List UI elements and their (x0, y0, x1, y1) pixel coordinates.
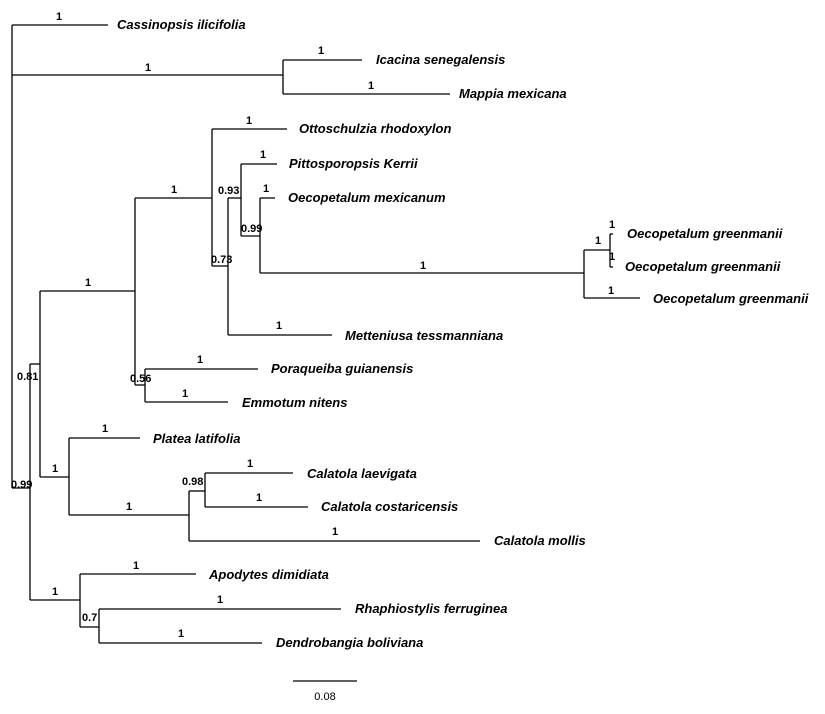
taxon-label: Pittosporopsis Kerrii (289, 156, 418, 171)
support-value: 1 (102, 423, 108, 435)
support-value: 1 (609, 219, 615, 231)
scale-bar-label: 0.08 (314, 691, 335, 703)
taxon-label: Platea latifolia (153, 431, 240, 446)
taxon-label: Oecopetalum mexicanum (288, 190, 446, 205)
support-value: 1 (247, 458, 253, 470)
support-value: 0.7 (82, 612, 97, 624)
support-value: 1 (133, 560, 139, 572)
taxon-label: Oecopetalum greenmanii (653, 291, 809, 306)
support-value: 1 (246, 115, 252, 127)
support-value: 1 (595, 235, 601, 247)
taxon-label: Rhaphiostylis ferruginea (355, 601, 507, 616)
taxon-label: Cassinopsis ilicifolia (117, 17, 246, 32)
taxon-label: Calatola laevigata (307, 466, 417, 481)
support-value: 1 (182, 388, 188, 400)
support-value: 1 (126, 501, 132, 513)
taxon-label: Mappia mexicana (459, 86, 567, 101)
taxon-label: Oecopetalum greenmanii (625, 259, 781, 274)
support-value: 1 (608, 285, 614, 297)
taxon-label: Dendrobangia boliviana (276, 635, 423, 650)
support-value: 1 (56, 11, 62, 23)
support-value: 1 (52, 586, 58, 598)
support-value: 1 (171, 184, 177, 196)
taxon-label: Calatola costaricensis (321, 499, 458, 514)
taxon-label: Calatola mollis (494, 533, 586, 548)
support-value: 0.99 (11, 479, 32, 491)
support-value: 1 (420, 260, 426, 272)
support-value: 1 (609, 251, 615, 263)
taxon-label: Ottoschulzia rhodoxylon (299, 121, 451, 136)
support-value: 1 (318, 45, 324, 57)
support-value: 1 (263, 183, 269, 195)
support-value: 0.98 (182, 476, 203, 488)
taxon-label: Apodytes dimidiata (208, 567, 329, 582)
support-value: 0.56 (130, 373, 151, 385)
support-value: 1 (368, 80, 374, 92)
support-value: 0.93 (218, 185, 239, 197)
support-value: 1 (85, 277, 91, 289)
tree-branches (11, 24, 640, 644)
support-value: 1 (260, 149, 266, 161)
support-value: 0.73 (211, 254, 232, 266)
support-value: 1 (197, 354, 203, 366)
taxon-label: Poraqueiba guianensis (271, 361, 413, 376)
scale-bar: 0.08 (293, 680, 357, 703)
taxon-label: Metteniusa tessmanniana (345, 328, 503, 343)
support-values: 1 1 1 1 1 1 1 1 1 1 1 1 0.99 0.93 0.73 1… (11, 11, 615, 640)
support-value: 1 (276, 320, 282, 332)
taxon-label: Oecopetalum greenmanii (627, 226, 783, 241)
support-value: 1 (178, 628, 184, 640)
support-value: 1 (217, 594, 223, 606)
support-value: 1 (332, 526, 338, 538)
support-value: 1 (256, 492, 262, 504)
taxon-label: Emmotum nitens (242, 395, 347, 410)
taxon-label: Icacina senegalensis (376, 52, 505, 67)
support-value: 0.99 (241, 223, 262, 235)
support-value: 1 (52, 463, 58, 475)
support-value: 1 (145, 62, 151, 74)
support-value: 0.81 (17, 371, 38, 383)
taxon-labels: Cassinopsis ilicifolia Icacina senegalen… (117, 17, 809, 650)
